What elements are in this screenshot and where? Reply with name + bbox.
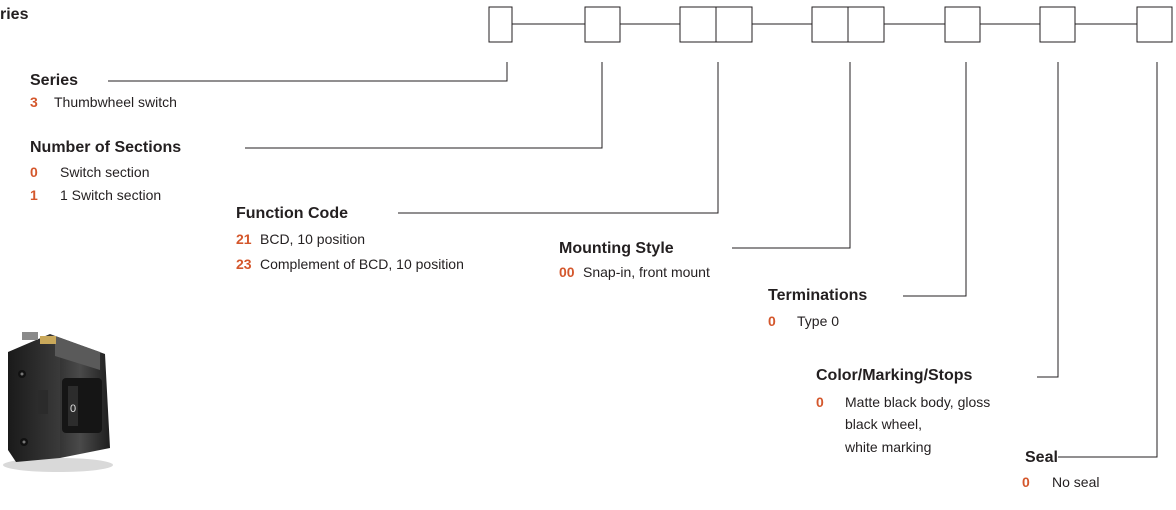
terminations-option-text: Type 0 <box>797 313 840 329</box>
seal-option-code: 0 <box>1022 474 1030 490</box>
function-option-code: 23 <box>236 256 252 272</box>
code-box-series <box>488 6 513 43</box>
leader-line-terminations <box>903 62 967 297</box>
mounting-heading: Mounting Style <box>559 240 674 257</box>
function-option-text: Complement of BCD, 10 position <box>260 256 464 272</box>
terminations-heading: Terminations <box>768 287 868 304</box>
code-box-function-2 <box>715 6 753 43</box>
mounting-option-code: 00 <box>559 264 575 280</box>
function-option-code: 21 <box>236 231 252 247</box>
page-title: ries <box>0 6 29 23</box>
series-option-code: 3 <box>30 94 38 110</box>
code-box-terminations <box>944 6 981 43</box>
sections-option-text: Switch section <box>60 164 150 180</box>
leader-line-sections <box>245 62 603 149</box>
leader-line-series <box>108 62 508 82</box>
code-box-function-1 <box>679 6 717 43</box>
code-box-color <box>1039 6 1076 43</box>
leader-line-function <box>398 62 719 214</box>
series-heading: Series <box>30 72 79 89</box>
leader-line-mounting <box>732 62 851 249</box>
sections-heading: Number of Sections <box>30 139 182 156</box>
svg-text:0: 0 <box>70 403 76 415</box>
code-box-mounting-1 <box>811 6 849 43</box>
function-heading: Function Code <box>236 205 348 222</box>
sections-option-text: 1 Switch section <box>60 187 162 203</box>
color-option-text: black wheel, <box>845 416 923 432</box>
leader-line-seal <box>1058 62 1158 458</box>
function-option-text: BCD, 10 position <box>260 231 366 247</box>
code-box-sections <box>584 6 621 43</box>
color-option-text: Matte black body, gloss <box>845 394 991 410</box>
series-option-text: Thumbwheel switch <box>54 94 177 110</box>
thumbwheel-switch-photo: 0 <box>3 332 113 472</box>
code-box-mounting-2 <box>847 6 885 43</box>
leader-line-color <box>1037 62 1059 378</box>
seal-heading: Seal <box>1025 449 1058 466</box>
code-box-seal <box>1136 6 1173 43</box>
seal-option-text: No seal <box>1052 474 1100 490</box>
color-heading: Color/Marking/Stops <box>816 367 973 384</box>
terminations-option-code: 0 <box>768 313 776 329</box>
color-option-code: 0 <box>816 394 824 410</box>
sections-option-code: 1 <box>30 187 38 203</box>
sections-option-code: 0 <box>30 164 38 180</box>
color-option-text: white marking <box>845 439 932 455</box>
mounting-option-text: Snap-in, front mount <box>583 264 710 280</box>
